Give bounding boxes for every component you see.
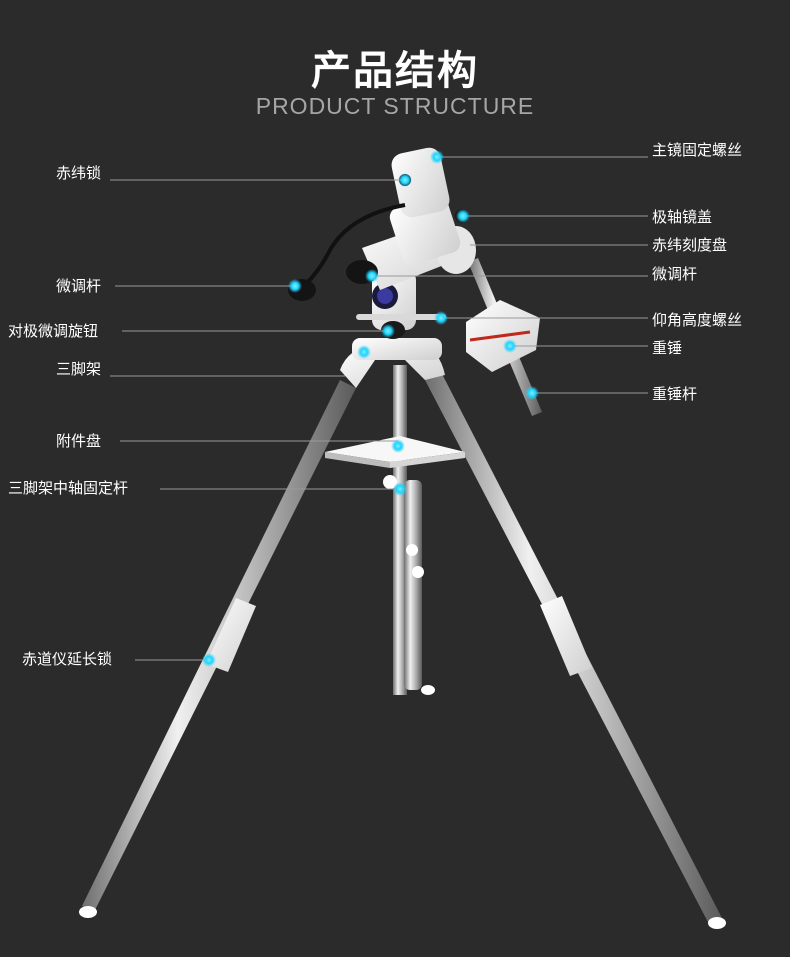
tripod — [79, 338, 726, 929]
marker-altitude-screw — [434, 311, 448, 325]
marker-polar-cover — [456, 209, 470, 223]
label-polar-cover: 极轴镜盖 — [652, 208, 713, 226]
label-main-scope-screw: 主镜固定螺丝 — [652, 141, 743, 159]
label-ra-lock: 赤纬锁 — [56, 164, 102, 182]
marker-tripod — [357, 345, 371, 359]
label-tripod-center-rod: 三脚架中轴固定杆 — [8, 479, 129, 497]
marker-extension-lock — [202, 653, 216, 667]
marker-counterweight — [503, 339, 517, 353]
marker-ra-lock — [398, 173, 412, 187]
label-accessory-tray: 附件盘 — [56, 432, 102, 450]
equatorial-mount — [288, 147, 476, 339]
label-equatorial-extension-lock: 赤道仪延长锁 — [22, 650, 113, 668]
label-polar-fine-knob: 对极微调旋钮 — [8, 322, 99, 340]
marker-polar-fine-knob — [381, 324, 395, 338]
marker-slow-motion-right — [365, 269, 379, 283]
marker-slow-motion-left — [288, 279, 302, 293]
leader-lines — [110, 156, 648, 661]
counterweight — [466, 300, 540, 372]
label-counterweight-rod: 重锤杆 — [652, 385, 698, 403]
label-dec-setting-circle: 赤纬刻度盘 — [652, 236, 728, 254]
marker-tripod-center-rod — [393, 482, 407, 496]
markers — [202, 150, 539, 667]
label-altitude-screw: 仰角高度螺丝 — [652, 311, 743, 329]
marker-counterweight-rod — [525, 386, 539, 400]
label-slow-motion-rod-right: 微调杆 — [652, 265, 698, 283]
marker-accessory-tray — [391, 439, 405, 453]
page-title: 产品结构 — [311, 48, 479, 94]
label-slow-motion-rod-left: 微调杆 — [56, 277, 102, 295]
page-subtitle: PRODUCT STRUCTURE — [255, 93, 535, 119]
label-tripod: 三脚架 — [56, 360, 102, 378]
label-counterweight: 重锤 — [652, 339, 683, 357]
marker-main-scope-screw — [430, 150, 444, 164]
